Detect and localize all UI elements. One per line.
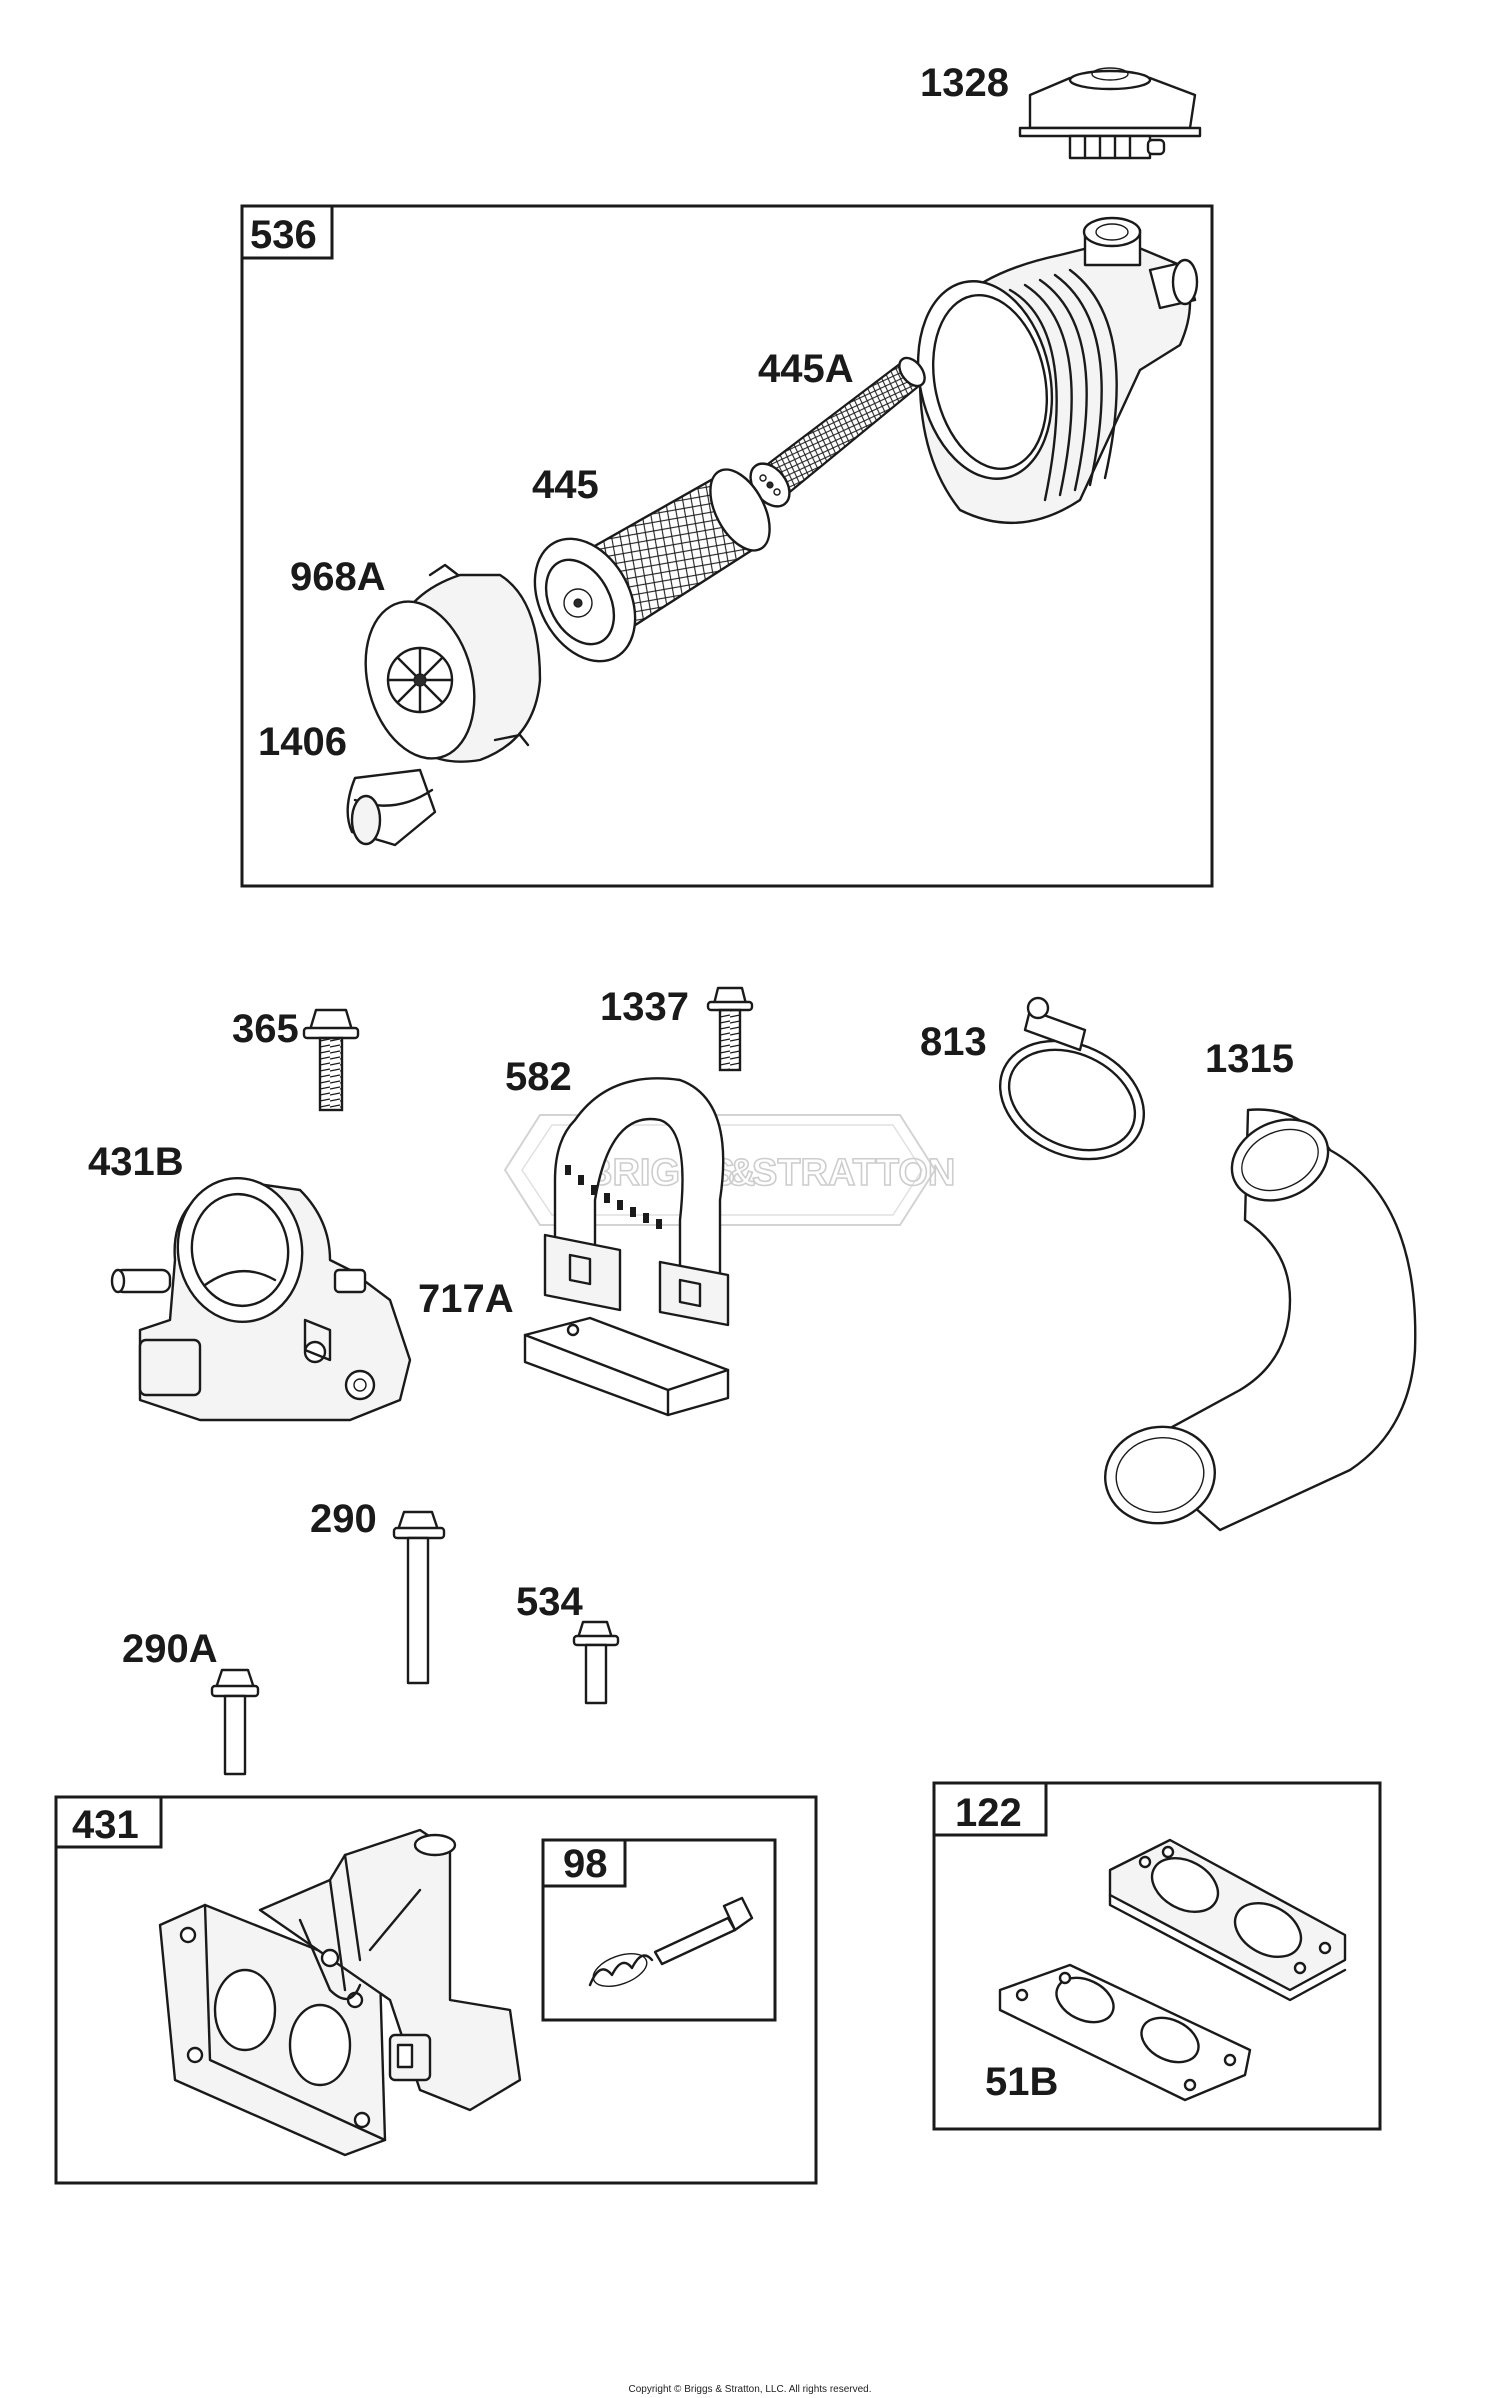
label-445: 445 xyxy=(532,463,599,507)
label-582: 582 xyxy=(505,1055,572,1099)
label-122: 122 xyxy=(955,1791,1022,1835)
part-290A-bolt[interactable] xyxy=(210,1668,260,1776)
part-1315-elbow-hose[interactable] xyxy=(1098,1104,1417,1532)
label-1337: 1337 xyxy=(600,985,689,1029)
label-431: 431 xyxy=(72,1803,139,1847)
part-445-primary-filter[interactable] xyxy=(515,460,782,679)
kit-98-idle-screw[interactable]: 98 xyxy=(541,1838,777,2022)
part-582-mounting-strap[interactable] xyxy=(543,1077,730,1327)
label-1328: 1328 xyxy=(920,61,1009,105)
part-365-bolt[interactable] xyxy=(302,1008,360,1112)
label-1406: 1406 xyxy=(258,720,347,764)
label-1315: 1315 xyxy=(1205,1037,1294,1081)
part-290-long-bolt[interactable] xyxy=(392,1510,446,1685)
part-445A-inner-filter[interactable] xyxy=(743,353,930,514)
watermark-brand-right: STRATTON xyxy=(752,1152,955,1194)
kit-536-air-cleaner[interactable]: 536 445 xyxy=(240,204,1214,888)
kit-122-gasket-set[interactable]: 122 51B xyxy=(932,1781,1382,2131)
part-534-bolt[interactable] xyxy=(572,1620,620,1705)
air-cleaner-housing[interactable] xyxy=(901,216,1199,525)
part-431B-throttle-body[interactable] xyxy=(110,1170,412,1422)
watermark-brand-amp: & xyxy=(728,1152,755,1194)
label-365: 365 xyxy=(232,1007,299,1051)
label-534: 534 xyxy=(516,1580,583,1624)
label-431B: 431B xyxy=(88,1140,184,1184)
part-1406-dust-valve[interactable] xyxy=(346,768,437,847)
label-813: 813 xyxy=(920,1020,987,1064)
part-968A-cover[interactable] xyxy=(349,563,542,771)
label-717A: 717A xyxy=(418,1277,514,1321)
label-536: 536 xyxy=(250,213,317,257)
throttle-plate-assembly[interactable] xyxy=(158,1828,522,2157)
label-290: 290 xyxy=(310,1497,377,1541)
part-51B-gasket-thin[interactable] xyxy=(998,1963,1252,2102)
part-1337-bolt[interactable] xyxy=(706,986,754,1072)
part-813-hose-clamp[interactable] xyxy=(981,996,1163,1182)
label-51B: 51B xyxy=(985,2060,1058,2104)
label-290A: 290A xyxy=(122,1627,218,1671)
label-98: 98 xyxy=(563,1842,608,1886)
label-445A: 445A xyxy=(758,347,854,391)
copyright-notice: Copyright © Briggs & Stratton, LLC. All … xyxy=(628,2384,871,2395)
gasket-thick[interactable] xyxy=(1108,1838,1347,2002)
part-1328-precleaner-cap[interactable] xyxy=(1018,67,1202,160)
part-717A-bracket-plate[interactable] xyxy=(523,1316,730,1417)
label-968A: 968A xyxy=(290,555,386,599)
kit-431-throttle-assembly[interactable]: 431 98 xyxy=(54,1795,818,2185)
